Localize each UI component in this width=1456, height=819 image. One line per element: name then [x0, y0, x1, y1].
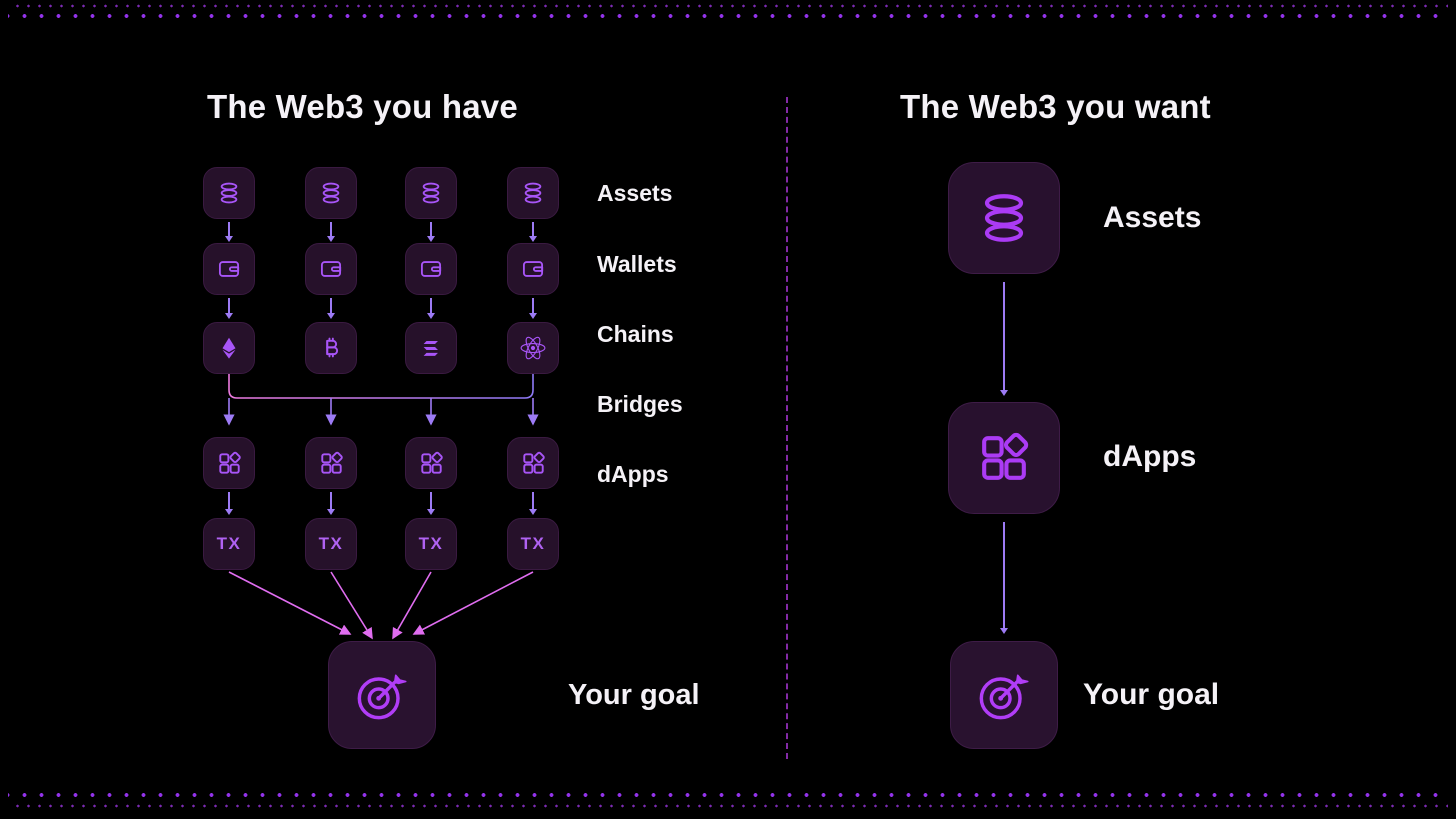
wallet-icon [507, 243, 559, 295]
flow-arrow [326, 492, 335, 515]
bridge-connector [223, 374, 539, 426]
assets-icon [948, 162, 1060, 274]
flow-arrow [528, 492, 537, 515]
assets-icon [507, 167, 559, 219]
cosmos-glyph [520, 336, 546, 360]
bitcoin-glyph [325, 337, 338, 357]
tx-box: TX [507, 518, 559, 570]
wallet-icon [405, 243, 457, 295]
flow-arrow [528, 298, 537, 319]
converge-arrows [228, 571, 534, 640]
target-dart-glyph [979, 674, 1029, 720]
wallet-glyph [320, 261, 342, 277]
dapps-glyph [420, 451, 443, 474]
row-label-assets: Assets [597, 180, 673, 206]
dapps-icon [507, 437, 559, 489]
wallet-glyph [420, 261, 442, 277]
coins-glyph [322, 182, 340, 204]
solana-glyph [423, 340, 438, 356]
flow-arrow [426, 298, 435, 319]
flow-arrow [999, 522, 1008, 634]
decorative-dots-top-outer [8, 4, 1448, 8]
tx-label: TX [520, 534, 546, 553]
panel-divider [786, 97, 788, 759]
wallet-icon [203, 243, 255, 295]
flow-arrow [224, 298, 233, 319]
step-label-dapps: dApps [1103, 440, 1197, 473]
dapps-icon [203, 437, 255, 489]
assets-icon [405, 167, 457, 219]
solana-icon [405, 322, 457, 374]
flow-arrow [999, 282, 1008, 396]
right-panel-title: The Web3 you want [900, 88, 1211, 125]
wallet-icon [305, 243, 357, 295]
tx-box: TX [203, 518, 255, 570]
goal-icon [950, 641, 1058, 749]
dapps-glyph [982, 432, 1029, 480]
flow-arrow [224, 492, 233, 515]
coins-glyph [524, 182, 542, 204]
coins-glyph [984, 194, 1024, 242]
flow-arrow [528, 222, 537, 242]
dapps-icon [305, 437, 357, 489]
decorative-dots-top-inner [8, 13, 1448, 19]
coins-glyph [422, 182, 440, 204]
tx-label: TX [418, 534, 444, 553]
goal-icon [328, 641, 436, 749]
flow-arrow [426, 222, 435, 242]
ethereum-glyph [222, 337, 236, 359]
tx-label: TX [318, 534, 344, 553]
dapps-icon [948, 402, 1060, 514]
ethereum-icon [203, 322, 255, 374]
tx-box: TX [305, 518, 357, 570]
row-label-wallets: Wallets [597, 251, 677, 277]
dapps-glyph [320, 451, 343, 474]
coins-glyph [220, 182, 238, 204]
goal-label: Your goal [568, 679, 700, 711]
dapps-glyph [218, 451, 241, 474]
left-panel-title: The Web3 you have [207, 88, 518, 125]
assets-icon [203, 167, 255, 219]
flow-arrow [326, 222, 335, 242]
step-label-goal: Your goal [1083, 678, 1220, 711]
bitcoin-icon [305, 322, 357, 374]
flow-arrow [326, 298, 335, 319]
row-label-dapps: dApps [597, 461, 669, 487]
row-label-chains: Chains [597, 321, 674, 347]
step-label-assets: Assets [1103, 201, 1202, 234]
flow-arrow [224, 222, 233, 242]
decorative-dots-bottom-inner [8, 792, 1448, 798]
assets-icon [305, 167, 357, 219]
row-label-bridges: Bridges [597, 391, 683, 417]
wallet-glyph [218, 261, 240, 277]
wallet-glyph [522, 261, 544, 277]
flow-arrow [426, 492, 435, 515]
dapps-icon [405, 437, 457, 489]
cosmos-icon [507, 322, 559, 374]
tx-box: TX [405, 518, 457, 570]
decorative-dots-bottom-outer [8, 804, 1448, 808]
dapps-glyph [522, 451, 545, 474]
target-dart-glyph [357, 674, 407, 720]
tx-label: TX [216, 534, 242, 553]
